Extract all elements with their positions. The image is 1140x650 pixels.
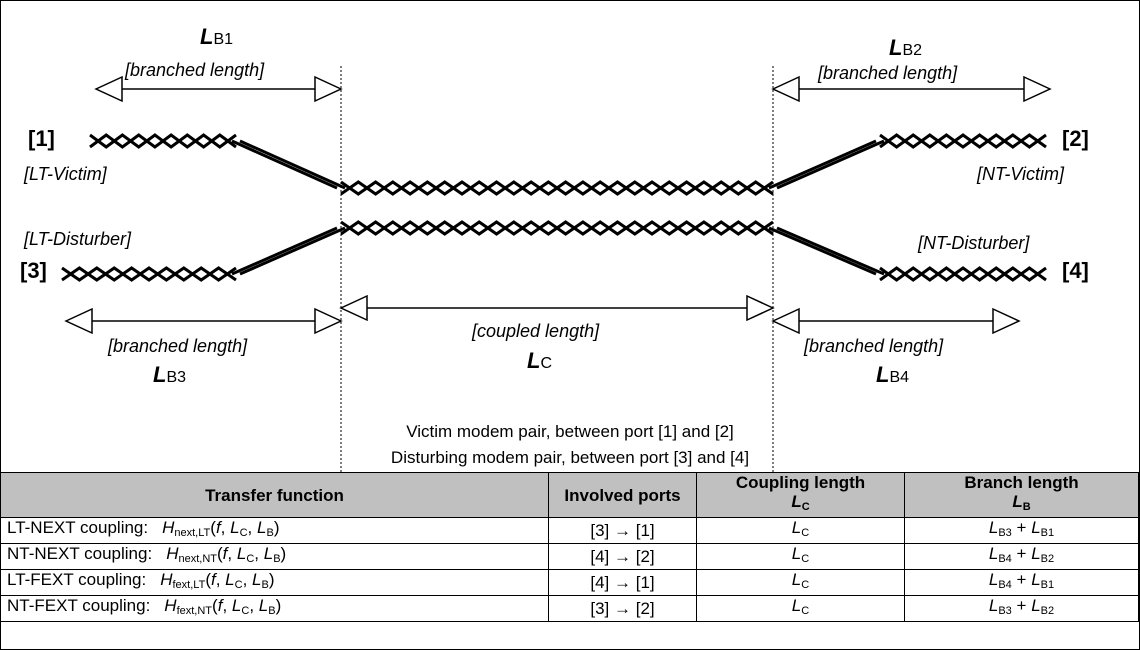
disturber-lt-branch-wire — [239, 226, 346, 276]
header-coupling-length-text: Coupling length — [735, 473, 866, 492]
arrow-lb4-head-right — [992, 307, 1021, 335]
port-3: [3] — [20, 258, 47, 283]
label-lb1: LB1 — [200, 24, 233, 49]
twisted-pair-wires — [61, 133, 1047, 282]
port-1: [1] — [28, 126, 55, 151]
branch-length-cell: LB3 + LB2 — [904, 595, 1139, 622]
label-lb4: LB4 — [876, 362, 909, 387]
arrow-lb3-head-left — [64, 307, 93, 335]
port-2: [2] — [1062, 126, 1089, 151]
transfer-function-cell: NT-FEXT coupling:Hfext,NT(f, LC, LB) — [0, 595, 549, 622]
arrow-lb3-head-right — [314, 307, 343, 335]
length-arrows — [64, 75, 1052, 335]
involved-ports-cell: [3] → [1] — [548, 517, 697, 544]
arrow-lb1-head-right — [314, 75, 343, 103]
caption-victim: Victim modem pair, between port [1] and … — [406, 422, 734, 441]
victim-nt-branch-wire — [768, 139, 877, 190]
transfer-function-cell: NT-NEXT coupling:Hnext,NT(f, LC, LB) — [0, 543, 549, 570]
caption-disturber: Disturbing modem pair, between port [3] … — [391, 448, 749, 467]
transfer-function-cell: LT-NEXT coupling:Hnext,LT(f, LC, LB) — [0, 517, 549, 544]
disturber-nt-branch-wire — [776, 226, 885, 276]
disturber-nt-twisted-wire — [879, 266, 1047, 282]
port-label-nt-victim: [NT-Victim] — [976, 164, 1065, 184]
transfer-function-cell: LT-FEXT coupling:Hfext,LT(f, LC, LB) — [0, 569, 549, 596]
label-lb3: LB3 — [153, 362, 186, 387]
disturber-nt-branch-wire — [768, 226, 877, 276]
port-label-lt-disturber: [LT-Disturber] — [23, 229, 132, 249]
header-involved-ports: Involved ports — [548, 472, 697, 518]
coupling-length-cell: LC — [696, 543, 905, 570]
label-lc: LC — [527, 348, 552, 373]
port-label-nt-disturber: [NT-Disturber] — [917, 233, 1030, 253]
arrow-lb2-head-right — [1023, 75, 1052, 103]
disturber-lt-branch-wire — [231, 226, 338, 276]
header-transfer-function: Transfer function — [0, 472, 549, 518]
arrow-lb4-head-left — [771, 307, 800, 335]
coupling-length-cell: LC — [696, 569, 905, 596]
victim-nt-branch-wire — [776, 139, 885, 190]
involved-ports-cell: [4] → [1] — [548, 569, 697, 596]
victim-nt-twisted-wire — [879, 133, 1047, 149]
branched-length-b3: [branched length] — [107, 336, 248, 356]
header-branch-length-text: Branch length — [964, 473, 1079, 492]
table-header-row: Transfer function Involved ports Couplin… — [0, 472, 1139, 518]
header-coupling-length-symbol: LC — [791, 492, 810, 513]
victim-coupled-twisted-wire — [340, 180, 774, 196]
table-row: NT-NEXT coupling:Hnext,NT(f, LC, LB)[4] … — [0, 543, 1139, 570]
victim-lt-branch-wire — [231, 139, 338, 190]
involved-ports-cell: [3] → [2] — [548, 595, 697, 622]
arrow-lc-head-right — [746, 294, 775, 322]
branched-length-b1: [branched length] — [124, 60, 265, 80]
disturber-lt-twisted-wire — [61, 266, 237, 282]
victim-lt-branch-wire — [239, 139, 346, 190]
arrow-lb1-head-left — [94, 75, 123, 103]
branch-length-cell: LB4 + LB2 — [904, 543, 1139, 570]
branched-length-b2: [branched length] — [817, 63, 958, 83]
coupling-length-cell: LC — [696, 595, 905, 622]
victim-nt-twisted-wire — [879, 133, 1047, 149]
table-row: NT-FEXT coupling:Hfext,NT(f, LC, LB)[3] … — [0, 595, 1139, 622]
transfer-function-table: Transfer function Involved ports Couplin… — [0, 472, 1139, 622]
port-label-lt-victim: [LT-Victim] — [23, 164, 108, 184]
arrow-lc-head-left — [339, 294, 368, 322]
branch-length-cell: LB3 + LB1 — [904, 517, 1139, 544]
label-lb2: LB2 — [889, 35, 922, 60]
table-row: LT-NEXT coupling:Hnext,LT(f, LC, LB)[3] … — [0, 517, 1139, 544]
port-4: [4] — [1062, 258, 1089, 283]
table-row: LT-FEXT coupling:Hfext,LT(f, LC, LB)[4] … — [0, 569, 1139, 596]
disturber-nt-twisted-wire — [879, 266, 1047, 282]
disturber-lt-twisted-wire — [61, 266, 237, 282]
branch-length-cell: LB4 + LB1 — [904, 569, 1139, 596]
coupled-length-label: [coupled length] — [471, 321, 600, 341]
arrow-lb2-head-left — [771, 75, 800, 103]
branched-length-b4: [branched length] — [803, 336, 944, 356]
victim-lt-twisted-wire — [89, 133, 237, 149]
header-branch-length-symbol: LB — [1012, 492, 1031, 513]
coupling-diagram: LB1 [branched length] LB2 [branched leng… — [20, 24, 1089, 472]
disturber-coupled-twisted-wire — [340, 220, 774, 236]
involved-ports-cell: [4] → [2] — [548, 543, 697, 570]
coupling-length-cell: LC — [696, 517, 905, 544]
